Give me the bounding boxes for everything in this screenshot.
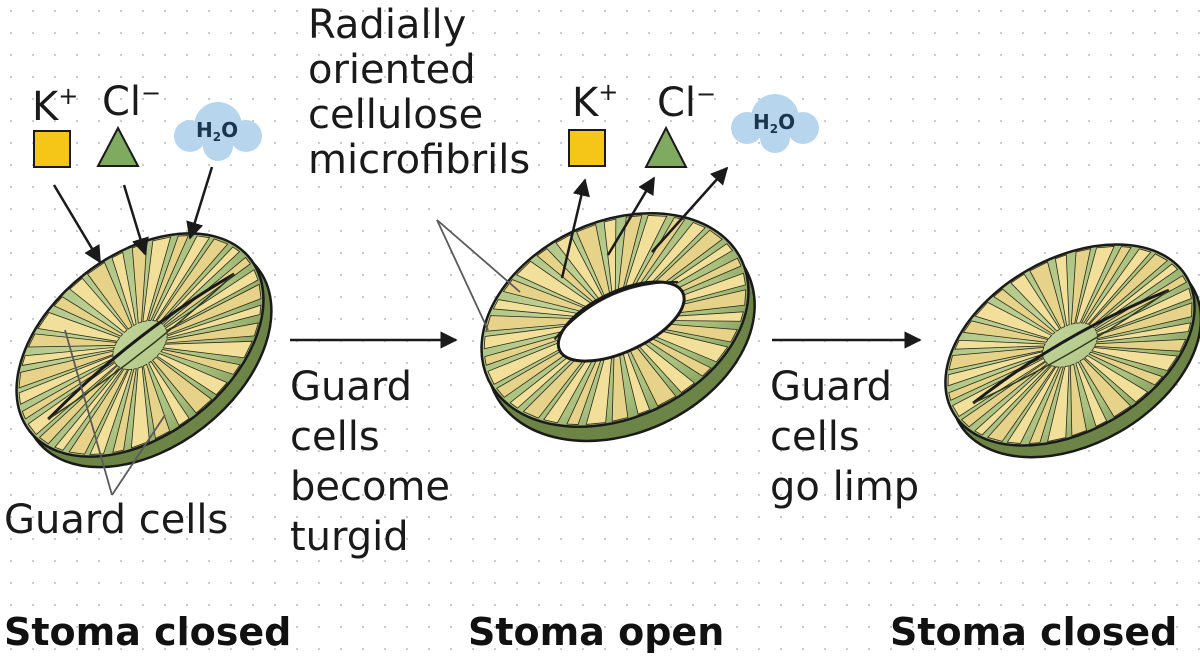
microfibril-band bbox=[1084, 248, 1152, 325]
microfibril-band bbox=[962, 320, 1049, 343]
microfibril-band bbox=[68, 368, 129, 455]
microfibril-band bbox=[1088, 351, 1164, 386]
microfibril-band bbox=[947, 351, 1044, 387]
microfibrils-label: Radially oriented cellulose microfibrils bbox=[308, 2, 530, 183]
potassium-square-icon bbox=[33, 130, 71, 168]
microfibril-band bbox=[166, 283, 262, 336]
arrow-cl-in bbox=[122, 184, 149, 256]
microfibril-band bbox=[948, 355, 1044, 401]
svg-text:H2O: H2O bbox=[753, 110, 795, 136]
guard-cells-pointer-lines bbox=[64, 329, 166, 496]
microfibril-band bbox=[89, 368, 133, 455]
stomatal-pore bbox=[556, 280, 686, 363]
microfibril-band bbox=[1047, 365, 1070, 443]
microfibril-band bbox=[1092, 263, 1179, 329]
microfibril-band bbox=[1010, 273, 1061, 332]
microfibril-band bbox=[974, 301, 1053, 339]
microfibril-band bbox=[1075, 246, 1115, 324]
microfibril-band bbox=[987, 365, 1056, 442]
microfibril-band bbox=[53, 296, 124, 337]
microfibril-band bbox=[1006, 366, 1060, 444]
microfibril-band bbox=[1028, 366, 1064, 444]
microfibril-band bbox=[165, 322, 259, 344]
ion-group-left: K+ Cl− H2O bbox=[32, 79, 262, 264]
guard-cell-pair bbox=[15, 232, 273, 469]
svg-text:H2O: H2O bbox=[196, 118, 238, 144]
microfibril-band bbox=[148, 360, 190, 427]
microfibril-band bbox=[1070, 363, 1087, 437]
microfibril-band bbox=[1070, 248, 1092, 325]
microfibril-band bbox=[21, 359, 115, 420]
microfibril-band bbox=[18, 350, 114, 389]
microfibril-band bbox=[156, 352, 228, 396]
microfibril-band bbox=[166, 304, 262, 339]
microfibril-band bbox=[1084, 355, 1149, 403]
limp-label: Guard cells go limp bbox=[770, 364, 919, 510]
water-molecule-icon: H2O bbox=[731, 94, 819, 153]
microfibril-band bbox=[152, 356, 213, 414]
chloride-label: Cl− bbox=[102, 79, 161, 125]
open-stoma bbox=[480, 212, 756, 443]
caption-stoma-closed-left: Stoma closed bbox=[4, 610, 291, 654]
microfibril-band bbox=[111, 251, 137, 327]
microfibril-band bbox=[38, 365, 121, 445]
potassium-label: K+ bbox=[32, 82, 78, 130]
microfibril-band bbox=[1079, 358, 1132, 418]
chloride-label: Cl− bbox=[657, 80, 716, 126]
arrow-k-out bbox=[560, 178, 590, 279]
microfibril-pointer-lines bbox=[436, 219, 521, 331]
arrow-cl-out bbox=[606, 176, 656, 256]
potassium-label: K+ bbox=[572, 78, 618, 126]
microfibril-band bbox=[152, 235, 211, 322]
caption-stoma-closed-right: Stoma closed bbox=[890, 610, 1177, 654]
microfibril-band bbox=[993, 288, 1056, 335]
microfibril-band bbox=[160, 246, 241, 325]
microfibril-band bbox=[27, 333, 118, 348]
microfibril-band bbox=[160, 348, 241, 375]
caption-stoma-open: Stoma open bbox=[468, 610, 724, 654]
microfibril-band bbox=[948, 346, 1045, 371]
arrow-k-in bbox=[52, 184, 102, 264]
microfibril-band bbox=[130, 366, 150, 449]
arrow-water-in bbox=[186, 166, 214, 240]
microfibril-band bbox=[143, 363, 171, 440]
microfibril-band bbox=[69, 277, 128, 333]
chloride-triangle-icon bbox=[644, 125, 688, 168]
potassium-square-icon bbox=[568, 129, 606, 167]
closed-stoma-right bbox=[944, 243, 1200, 459]
microfibril-band bbox=[112, 368, 137, 453]
microfibril-band bbox=[37, 312, 121, 342]
microfibril-band bbox=[162, 340, 253, 359]
guard-cells-label: Guard cells bbox=[4, 497, 228, 543]
ion-group-middle: K+ Cl− H2O bbox=[560, 78, 819, 279]
microfibril-band bbox=[18, 355, 114, 405]
microfibril-band bbox=[1029, 261, 1066, 329]
microfibril-band bbox=[954, 339, 1046, 350]
water-molecule-icon: H2O bbox=[174, 102, 262, 161]
guard-cell-pair-turgid bbox=[480, 212, 756, 443]
microfibril-band bbox=[1080, 246, 1132, 324]
microfibril-band bbox=[1096, 322, 1192, 343]
arrow-water-out bbox=[651, 166, 729, 253]
microfibril-band bbox=[87, 261, 133, 330]
microfibril-band bbox=[1091, 347, 1179, 372]
microfibril-band bbox=[1075, 361, 1108, 427]
turgid-label: Guard cells become turgid bbox=[290, 364, 463, 560]
microfibril-band bbox=[142, 236, 172, 323]
chloride-triangle-icon bbox=[96, 125, 140, 167]
microfibril-band bbox=[1054, 254, 1070, 327]
guard-cell-pair bbox=[944, 243, 1200, 459]
microfibril-band bbox=[21, 346, 115, 366]
microfibril-band bbox=[1094, 338, 1187, 352]
closed-stoma-left bbox=[15, 232, 273, 469]
